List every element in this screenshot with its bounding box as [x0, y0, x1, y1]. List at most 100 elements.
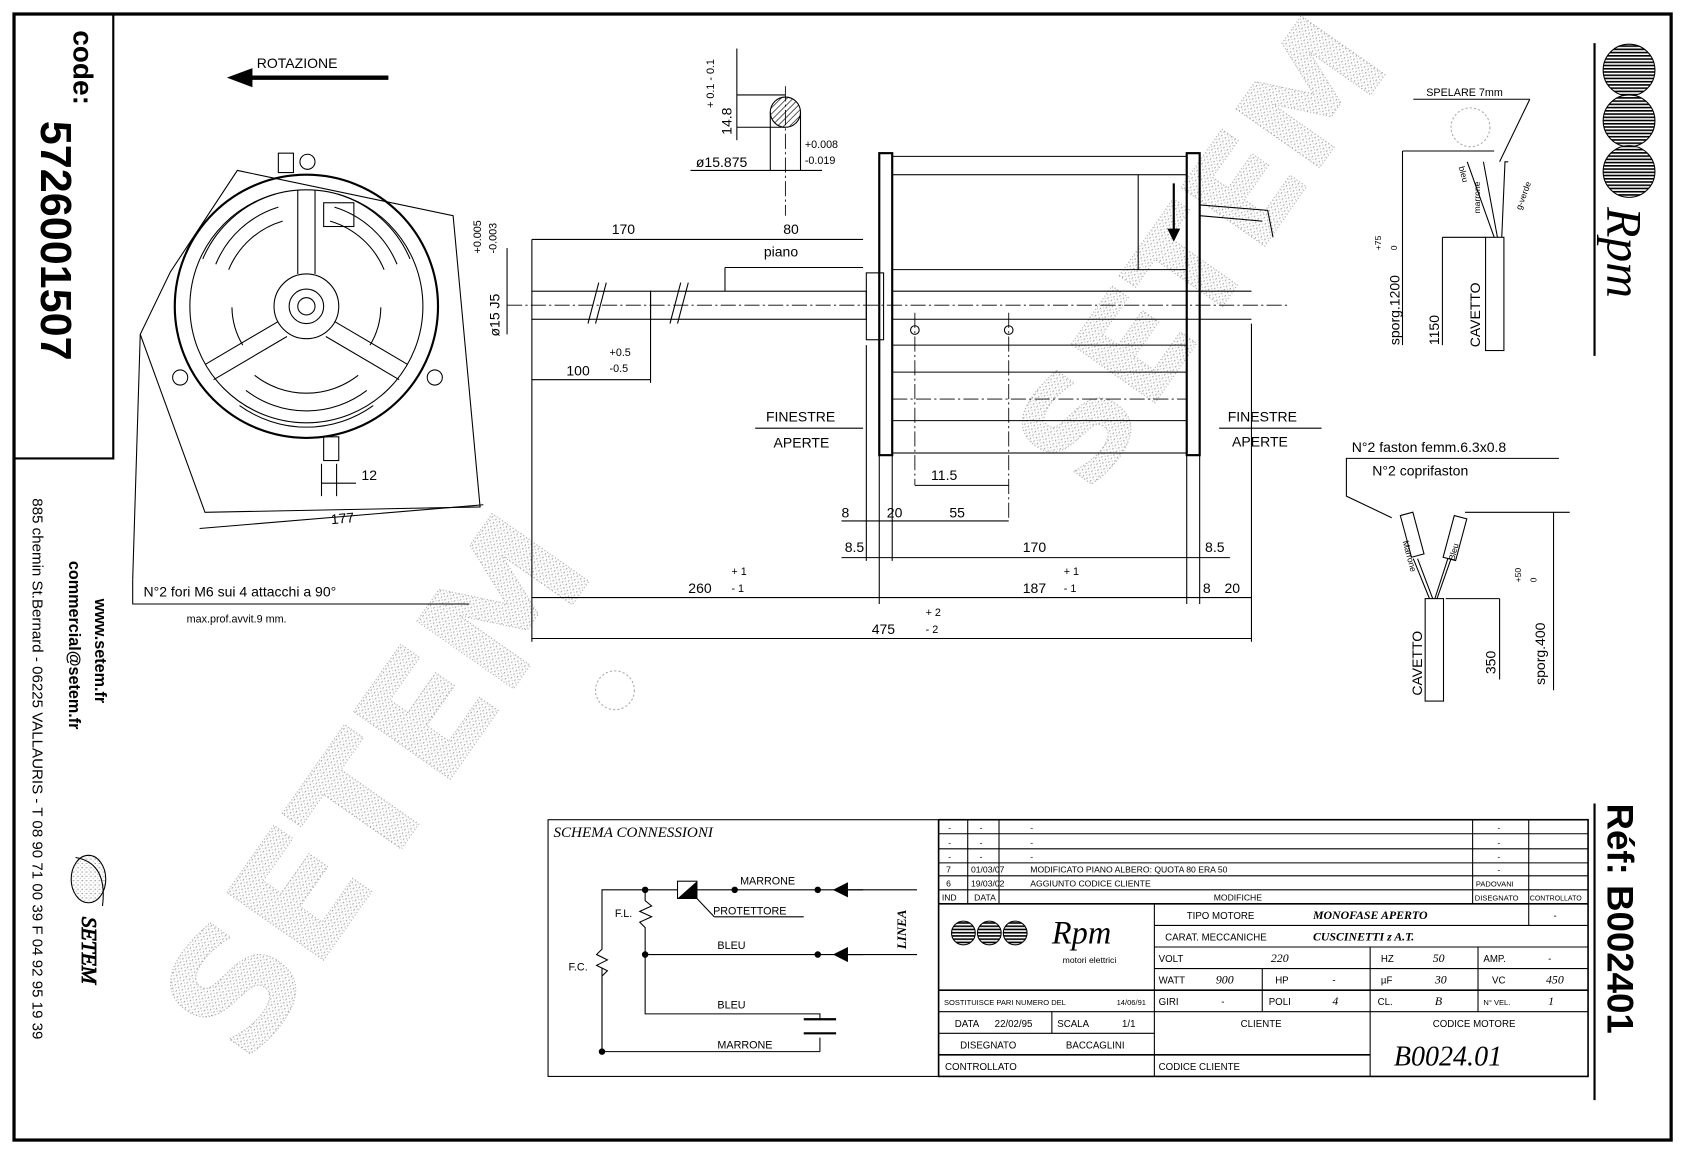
drawing-path [1199, 204, 1274, 238]
title-block-amp-value-text: - [1548, 954, 1551, 965]
shaft-section-tol-minus-text: -0.019 [805, 155, 836, 167]
drawing-circle [189, 189, 424, 424]
title-block-amp-label-text: AMP. [1483, 954, 1505, 965]
side-view-dim-20-right-text: 20 [1224, 580, 1240, 596]
drawing-rect [1485, 236, 1505, 352]
schema-protettore-text: PROTETTORE [713, 906, 786, 918]
shaft-tol-100-plus-text: +0.5 [610, 347, 631, 359]
title-block-scala-value-text: 1/1 [1122, 1019, 1135, 1030]
code-label: code: [67, 30, 98, 105]
title-block-revisions-3-drawn-text: - [1497, 865, 1500, 875]
title-block-poli-value-text: 4 [1332, 994, 1338, 1008]
side-view-tol-475-plus-text: + 2 [926, 607, 941, 619]
side-view-dim-170-text: 170 [1023, 539, 1047, 555]
drawing-ellipse [70, 854, 107, 904]
drawing-circle [1002, 920, 1028, 946]
drawing-circle [1450, 107, 1491, 148]
title-block-revisions-1-date-text: - [980, 838, 983, 848]
note-depth: max.prof.avvit.9 mm. [187, 613, 287, 625]
drawing-g [938, 819, 1589, 1077]
dim-177: 177 [330, 509, 355, 527]
drawing-line [696, 898, 715, 918]
code-value: 5726001507 [31, 121, 79, 361]
drawing-rect [1424, 598, 1445, 702]
drawing-polyline [132, 579, 470, 605]
drawing-circle [172, 369, 189, 386]
title-block-carat-value-text: CUSCINETTI z A.T. [1313, 930, 1414, 944]
title-block-hdr-modifiche-text: MODIFICHE [1214, 893, 1263, 903]
title-block-tipo-label-text: TIPO MOTORE [1187, 911, 1255, 922]
drawing-path [204, 320, 288, 381]
shaft-dia-tol-plus-text: +0.005 [472, 220, 484, 253]
title-block-revisions-0-drawn-text: - [1497, 823, 1500, 833]
title-block-uf-label-text: µF [1381, 976, 1393, 987]
title-block-revisions-3-text-text: MODIFICATO PIANO ALBERO: QUOTA 80 ERA 50 [1030, 865, 1227, 875]
drawing-rect [323, 436, 340, 462]
rotation-arrow-icon [226, 68, 389, 88]
drawing-path [587, 282, 689, 324]
side-view-tol-475-minus-text: - 2 [926, 624, 939, 636]
section-diameter: ø15.875 [696, 154, 748, 170]
schema-fl-text: F.L. [615, 908, 632, 920]
drawing-rect [277, 152, 294, 174]
cable-bottom-length-text: sporg.400 [1532, 622, 1548, 685]
title-block-codice-motore-label-text: CODICE MOTORE [1433, 1019, 1516, 1030]
shaft-dim-100: 100 [566, 362, 590, 378]
schema-marrone-low-text: MARRONE [717, 1039, 772, 1051]
drawing-rect [1399, 511, 1425, 558]
title-block-watt-value-text: 900 [1216, 973, 1234, 987]
drawing-line [132, 334, 141, 580]
drawing-polygon [139, 169, 481, 513]
side-view-windows-right-1-text: FINESTRE [1228, 409, 1297, 425]
email: commercial@setem.fr [65, 561, 83, 730]
title-block-logo-text-text: Rpm [1051, 915, 1111, 951]
drawing-circle [641, 886, 649, 894]
title-block-disegnato-value-text: BACCAGLINI [1066, 1040, 1125, 1051]
drawing-rect [323, 202, 355, 228]
section-flat-dim: 14.8 [718, 107, 734, 134]
cable-bottom-length-tol-plus-text: +50 [1513, 568, 1523, 583]
cable-bottom-wire-2-text: Bleu [1447, 542, 1461, 561]
drawing-circle [1602, 94, 1656, 148]
address: 885 chemin St.Bernard - 06225 VALLAURIS … [28, 498, 45, 1039]
drawing-polyline [1345, 457, 1559, 519]
drawing-polyline [14, 14, 115, 460]
title-block-tipo-value-text: MONOFASE APERTO [1312, 908, 1428, 922]
title-block-poli-label-text: POLI [1269, 997, 1291, 1008]
cable-top-length-tol-plus-text: +75 [1373, 235, 1383, 250]
title-block-data-value-text: 22/02/95 [995, 1019, 1033, 1030]
side-view-windows-left-1-text: FINESTRE [766, 409, 835, 425]
shaft-dia-tol-minus-text: -0.003 [487, 223, 499, 254]
side-view-windows-left-2-text: APERTE [774, 435, 830, 451]
title-block-revisions-0-ind-text: - [948, 823, 951, 833]
drawing-line [199, 504, 484, 530]
drawing-rect [891, 174, 1188, 454]
title-block-revisions-1-ind-text: - [948, 838, 951, 848]
schema-bleu-low-text: BLEU [717, 999, 745, 1011]
cable-bottom: N°2 faston femm.6.3x0.8 N°2 coprifaston … [1345, 439, 1570, 702]
drawing-circle [598, 1048, 606, 1055]
schema-fc-text: F.C. [569, 962, 588, 974]
side-view-tol-187-minus-text: - 1 [1064, 583, 1077, 595]
title-block-revisions-4-ind-text: 6 [946, 879, 951, 889]
title-block-hdr-disegnato-text: DISEGNATO [1475, 894, 1519, 903]
side-view-tol-260-minus-text: - 1 [731, 583, 744, 595]
title-block-volt-value-text: 220 [1271, 951, 1289, 965]
cable-bottom-cover-text: N°2 coprifaston [1372, 463, 1468, 479]
dim-12: 12 [361, 467, 377, 483]
title-block-sostituisce-date-text: 14/06/91 [1117, 998, 1146, 1007]
left-strip-logo-text-text: SETEM [77, 917, 101, 985]
title-block-nvel-label-text: N° VEL. [1483, 998, 1510, 1007]
sheet-border [12, 12, 1673, 1142]
cable-bottom-faston-text: N°2 faston femm.6.3x0.8 [1352, 439, 1507, 455]
cable-top-wire-2-text: marrone [1472, 181, 1482, 213]
title-block-tipo-extra-text: - [1554, 911, 1557, 922]
cable-top-wire-3-text: g-verde [1514, 180, 1533, 211]
drawing-circle [731, 886, 738, 894]
title-block-logo-sub-text: motori elettrici [1063, 955, 1117, 965]
shaft-dim-80: 80 [783, 221, 799, 237]
side-view: FINESTRE APERTE FINESTRE APERTE 11.5 8 2… [531, 152, 1322, 642]
drawing-path [202, 193, 283, 270]
side-view-dim-8-right-text: 8 [1203, 580, 1211, 596]
title-block-nvel-value-text: 1 [1548, 994, 1554, 1008]
